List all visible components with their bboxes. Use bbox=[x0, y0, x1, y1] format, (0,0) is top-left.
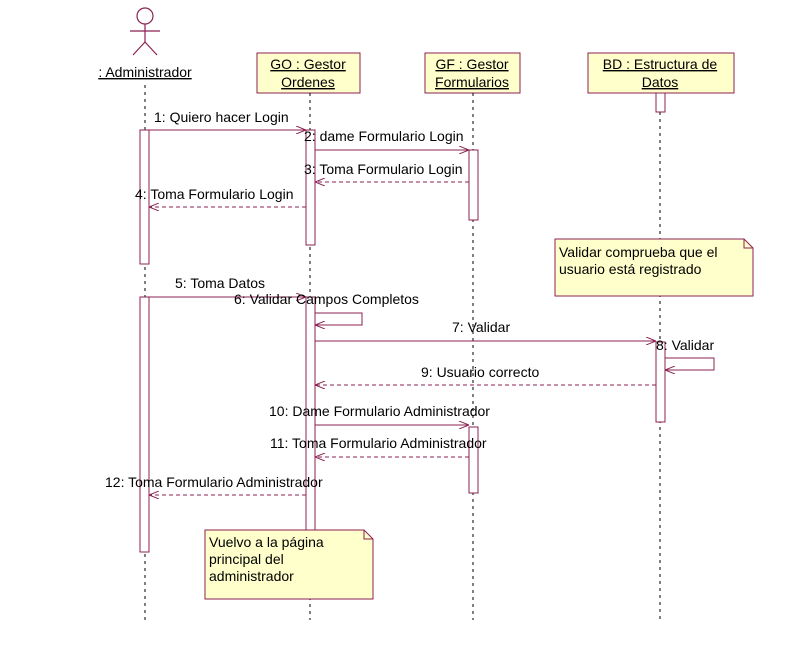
activation-admin-2 bbox=[139, 296, 150, 553]
message-6-label: 6: Validar Campos Completos bbox=[234, 291, 419, 307]
note-back-line3: administrador bbox=[209, 568, 294, 584]
message-12-label: 12: Toma Formulario Administrador bbox=[105, 474, 323, 490]
object-go-type: Ordenes bbox=[281, 74, 335, 90]
activation-admin-1 bbox=[139, 129, 150, 265]
note-validate-line1: Validar comprueba que el bbox=[559, 244, 718, 260]
note-back-line2: principal del bbox=[209, 551, 284, 567]
object-gf-name: GF : Gestor bbox=[435, 56, 508, 72]
note-validate[interactable]: Validar comprueba que el usuario está re… bbox=[554, 238, 754, 297]
note-back[interactable]: Vuelvo a la página principal del adminis… bbox=[204, 529, 374, 600]
object-bd-name: BD : Estructura de bbox=[603, 56, 718, 72]
message-7-label: 7: Validar bbox=[452, 319, 510, 335]
object-go-name: GO : Gestor bbox=[270, 56, 346, 72]
message-9-label: 9: Usuario correcto bbox=[421, 364, 539, 380]
actor-label: : Administrador bbox=[98, 64, 192, 80]
activation-go-1 bbox=[305, 129, 316, 246]
note-back-line1: Vuelvo a la página bbox=[209, 534, 324, 550]
object-bd-type: Datos bbox=[642, 74, 679, 90]
object-bd[interactable]: BD : Estructura de Datos bbox=[587, 52, 735, 94]
note-validate-line2: usuario está registrado bbox=[559, 261, 702, 277]
message-11-label: 11: Toma Formulario Administrador bbox=[270, 435, 487, 451]
message-2-label: 2: dame Formulario Login bbox=[304, 128, 464, 144]
message-8-label: 8: Validar bbox=[656, 337, 714, 353]
message-3-label: 3: Toma Formulario Login bbox=[304, 161, 462, 177]
stick-figure-icon bbox=[130, 7, 160, 56]
message-10-label: 10: Dame Formulario Administrador bbox=[269, 403, 490, 419]
activation-bd-top bbox=[655, 92, 666, 113]
actor-administrador[interactable]: : Administrador bbox=[98, 7, 192, 80]
activation-gf-2 bbox=[468, 426, 479, 494]
activation-bd-2 bbox=[655, 341, 666, 423]
object-gf-type: Formularios bbox=[435, 74, 509, 90]
message-4-label: 4: Toma Formulario Login bbox=[135, 186, 293, 202]
object-gf[interactable]: GF : Gestor Formularios bbox=[424, 52, 521, 94]
message-8-arrow bbox=[665, 357, 715, 370]
activation-gf-1 bbox=[468, 149, 479, 221]
object-go[interactable]: GO : Gestor Ordenes bbox=[256, 52, 361, 94]
message-6-arrow bbox=[315, 312, 363, 325]
message-5-label: 5: Toma Datos bbox=[175, 275, 265, 291]
message-1-label: 1: Quiero hacer Login bbox=[154, 109, 289, 125]
